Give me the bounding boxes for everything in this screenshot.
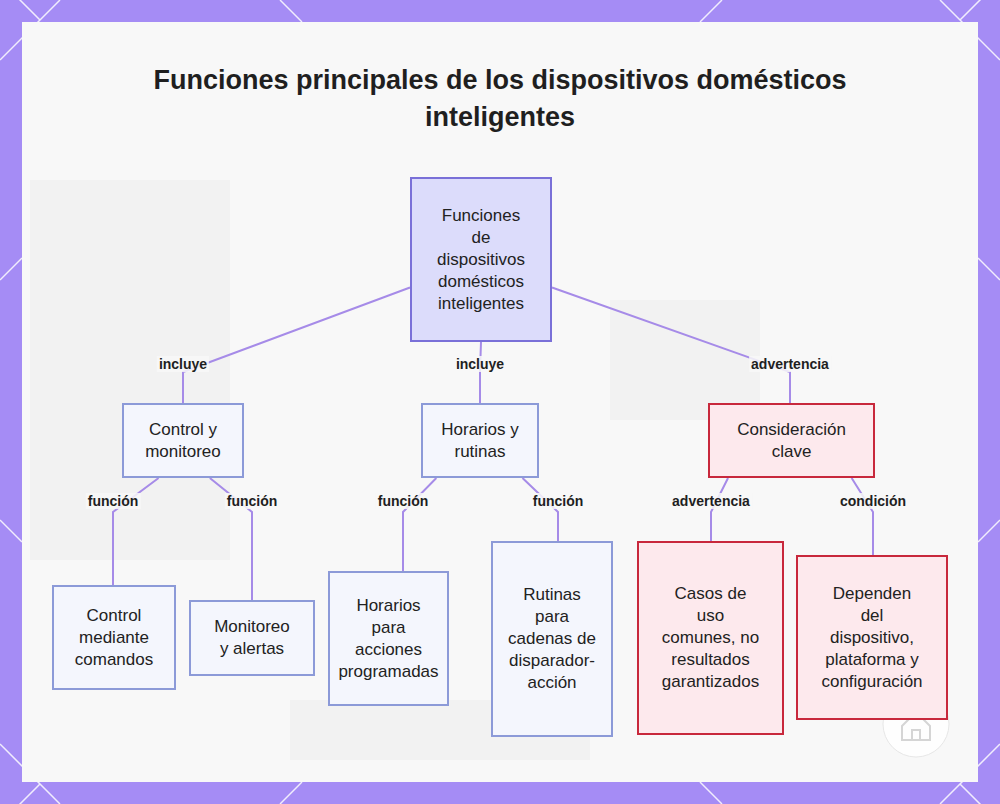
edge-label: función: [86, 493, 141, 509]
connector-line: [480, 342, 481, 403]
node-text-wrap: Monitoreo y alertas: [209, 616, 295, 660]
function-box: Control mediante comandos: [52, 585, 176, 690]
node-label: Control mediante comandos: [69, 605, 159, 671]
warning-box: Consideración clave: [708, 403, 875, 478]
node-text-wrap: Funciones de dispositivos domésticos int…: [431, 205, 531, 315]
edge-label: función: [376, 493, 431, 509]
diagram-title: Funciones principales de los dispositivo…: [150, 62, 850, 136]
node-label: Consideración clave: [727, 419, 857, 463]
node-label: Monitoreo y alertas: [209, 616, 295, 660]
connector-line: [183, 288, 410, 403]
node-text-wrap: Control mediante comandos: [69, 605, 159, 671]
node-label: Horarios para acciones programadas: [338, 595, 440, 683]
node-text-wrap: Horarios y rutinas: [440, 419, 520, 463]
edge-label: incluye: [157, 356, 209, 372]
inner-panel: [22, 22, 978, 782]
connector-line: [711, 478, 728, 541]
root-box: Funciones de dispositivos domésticos int…: [410, 177, 552, 342]
node-label: Dependen del dispositivo, plataforma y c…: [820, 583, 924, 693]
node-label: Funciones de dispositivos domésticos int…: [431, 205, 531, 315]
edge-label: condición: [838, 493, 908, 509]
node-label: Rutinas para cadenas de disparador-acció…: [506, 584, 598, 694]
node-label: Control y monitoreo: [136, 419, 231, 463]
node-text-wrap: Control y monitoreo: [136, 419, 231, 463]
node-text-wrap: Horarios para acciones programadas: [338, 595, 440, 683]
connector-line: [403, 478, 436, 571]
node-text-wrap: Rutinas para cadenas de disparador-acció…: [506, 584, 598, 694]
edge-label: función: [531, 493, 586, 509]
connector-line: [522, 478, 558, 541]
warning-detail-box: Dependen del dispositivo, plataforma y c…: [796, 555, 948, 720]
node-text-wrap: Consideración clave: [727, 419, 857, 463]
edge-label: función: [225, 493, 280, 509]
function-box: Monitoreo y alertas: [189, 600, 315, 676]
function-box: Horarios para acciones programadas: [328, 571, 449, 706]
category-box: Control y monitoreo: [122, 403, 244, 478]
node-label: Horarios y rutinas: [440, 419, 520, 463]
node-text-wrap: Casos de uso comunes, no resultados gara…: [661, 583, 761, 693]
edge-label: incluye: [454, 356, 506, 372]
connector-line: [852, 478, 873, 555]
node-label: Casos de uso comunes, no resultados gara…: [661, 583, 761, 693]
connector-line: [552, 288, 790, 403]
function-box: Rutinas para cadenas de disparador-acció…: [491, 541, 613, 737]
warning-detail-box: Casos de uso comunes, no resultados gara…: [637, 541, 784, 735]
category-box: Horarios y rutinas: [421, 403, 539, 478]
edge-label: advertencia: [749, 356, 831, 372]
edge-label: advertencia: [670, 493, 752, 509]
node-text-wrap: Dependen del dispositivo, plataforma y c…: [820, 583, 924, 693]
